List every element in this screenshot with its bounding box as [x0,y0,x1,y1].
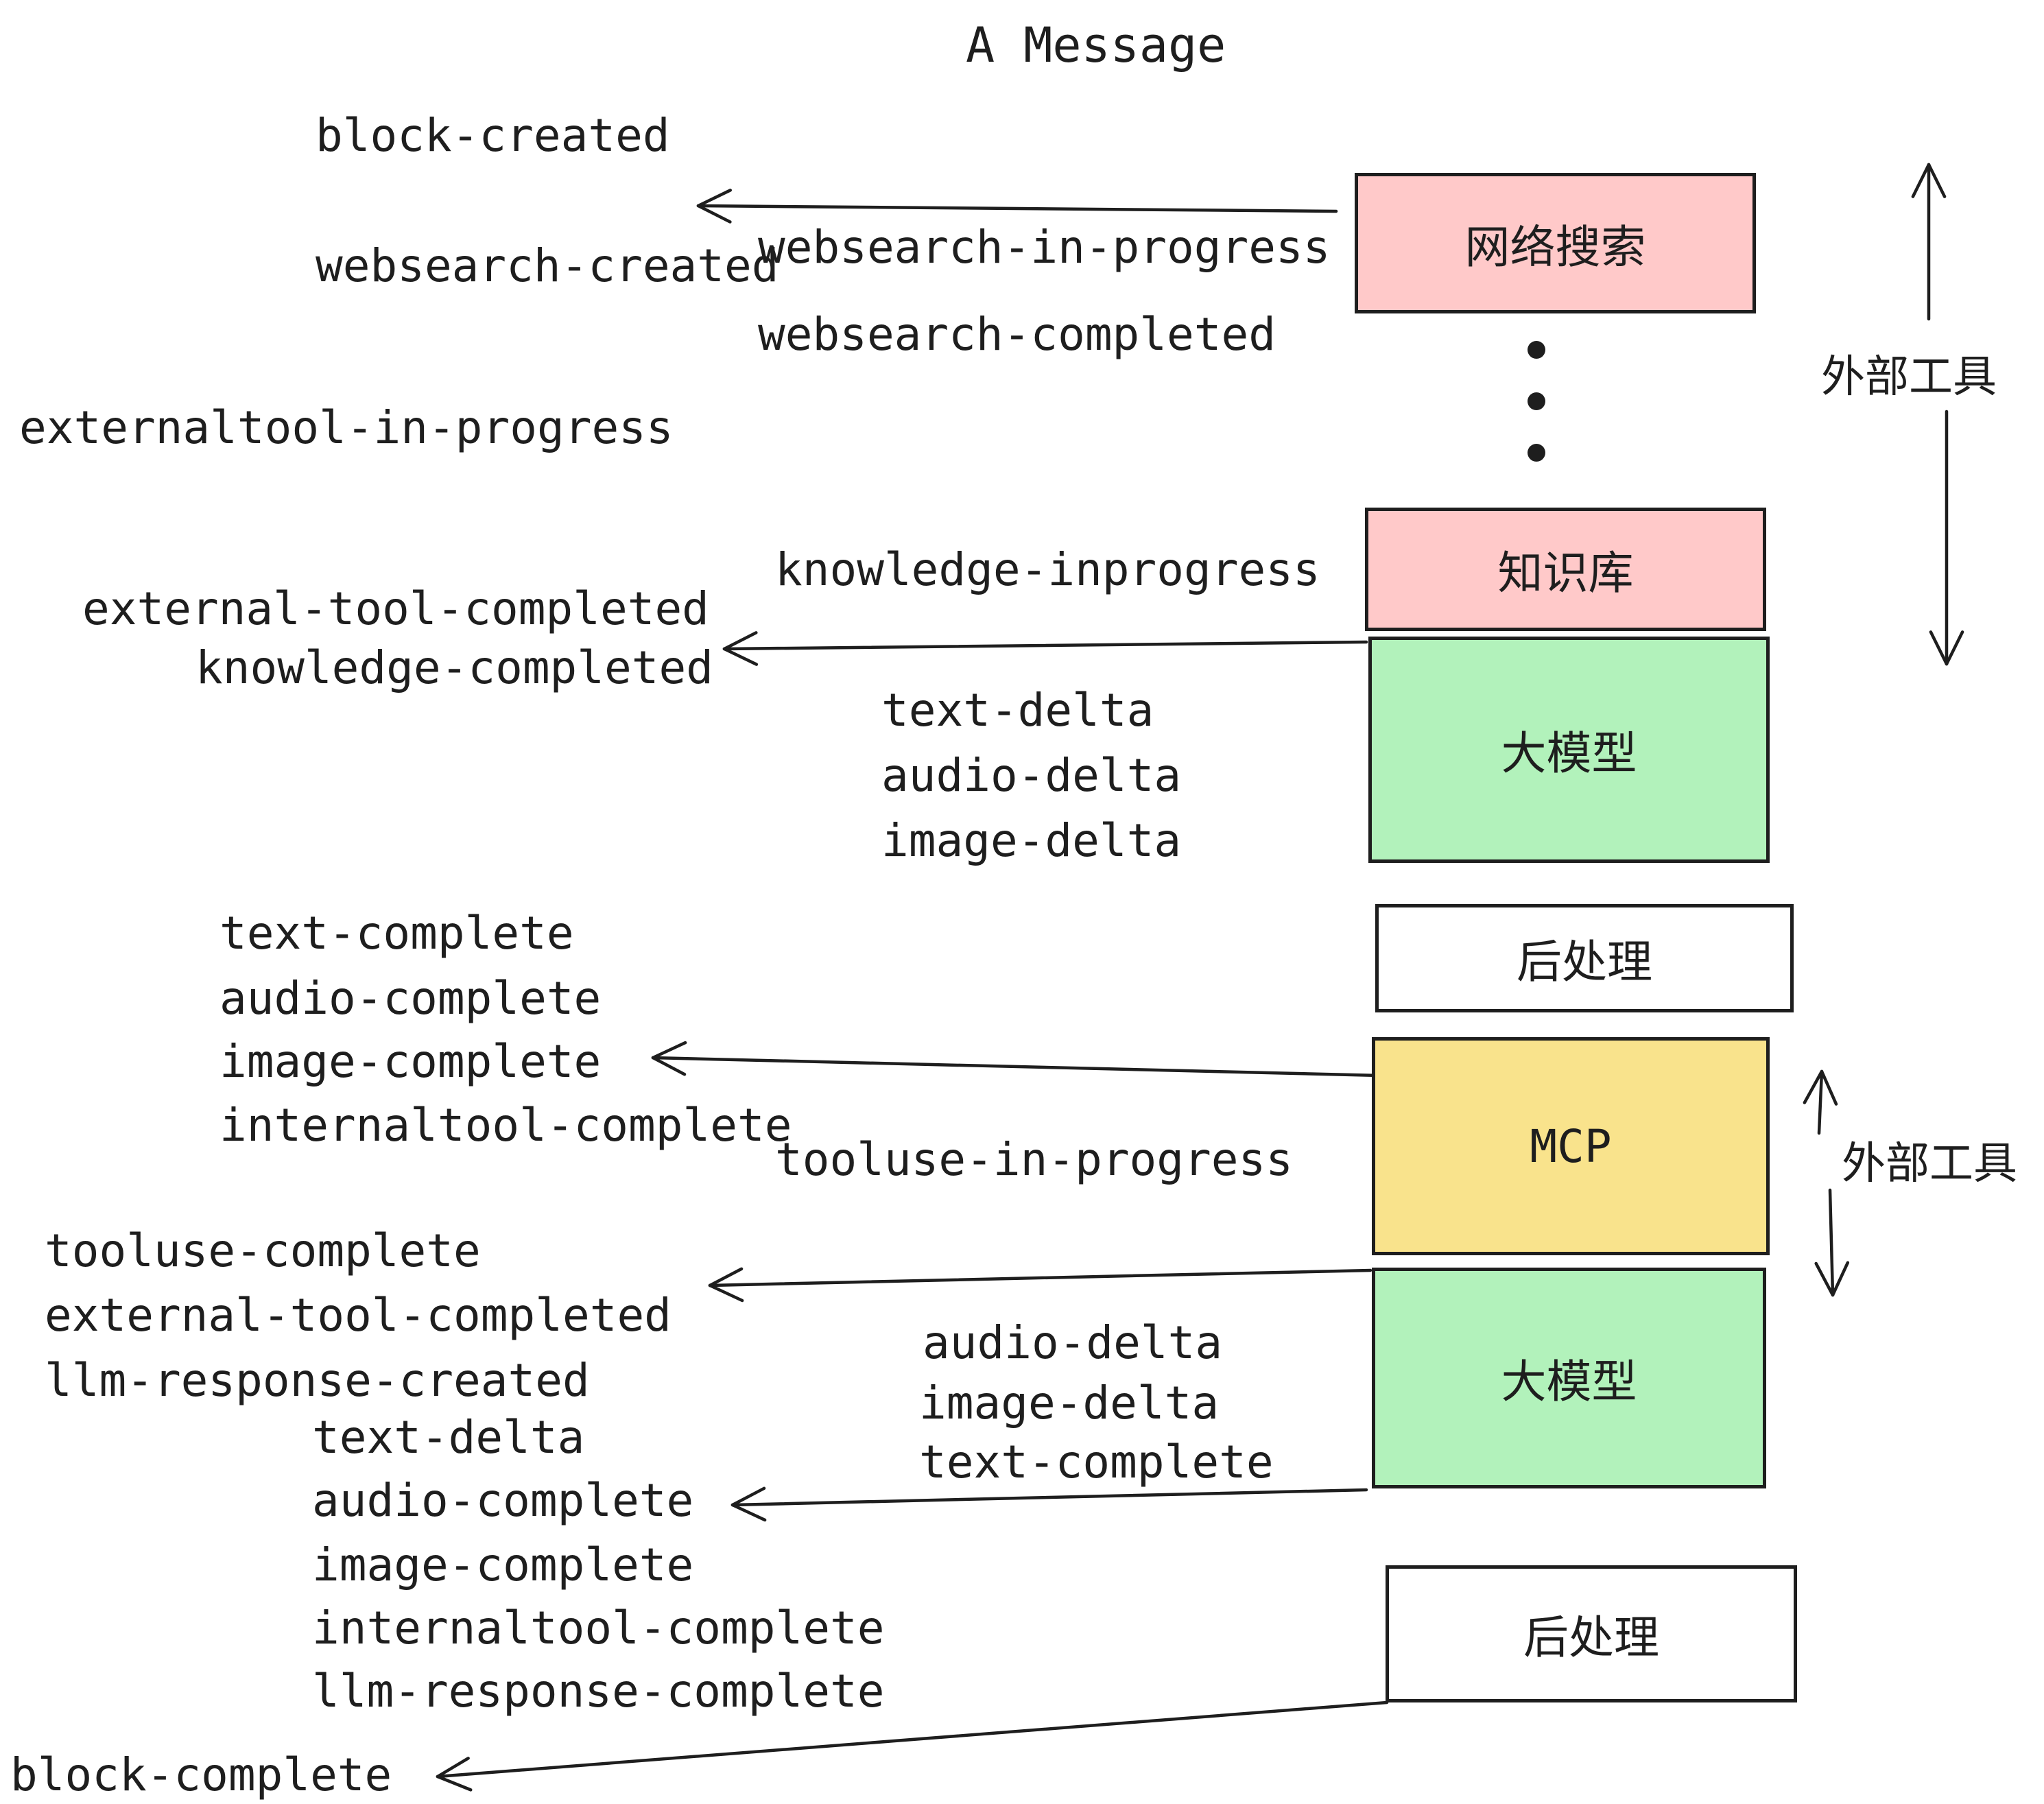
arrow-to-knowledge-completed [722,631,1368,666]
box-websearch-label: 网络搜索 [1464,221,1646,272]
arrow-to-image-complete [651,1041,1382,1078]
event-external-tool-completed-1: external-tool-completed [82,582,709,635]
diagram-title: A Message [966,17,1226,73]
event-internaltool-complete-2: internaltool-complete [312,1602,885,1654]
event-audio-complete-2: audio-complete [312,1474,694,1527]
box-postprocess-2-label: 后处理 [1523,1612,1659,1663]
external-tools-label-2: 外部工具 [1842,1139,2017,1188]
box-knowledge-base-label: 知识库 [1497,547,1634,598]
event-image-delta-1: image-delta [881,814,1182,867]
event-text-delta-2: text-delta [312,1411,585,1464]
ellipsis-dots [1528,341,1545,462]
event-websearch-created: websearch-created [316,239,779,292]
arrow-to-audio-complete [730,1486,1368,1522]
box-postprocess-2: 后处理 [1386,1565,1797,1702]
event-tooluse-complete: tooluse-complete [45,1224,481,1277]
external-tools-up-arrow-2 [1803,1069,1838,1135]
box-postprocess-1-label: 后处理 [1517,936,1652,987]
event-external-tool-completed-2: external-tool-completed [45,1289,672,1342]
external-tools-down-arrow-2 [1814,1188,1850,1297]
event-websearch-in-progress: websearch-in-progress [758,221,1331,274]
event-text-complete-1: text-complete [219,907,574,960]
event-externaltool-in-progress: externaltool-in-progress [19,401,674,454]
box-mcp-label: MCP [1530,1119,1612,1173]
event-llm-response-created: llm-response-created [45,1354,590,1407]
event-block-created: block-created [316,109,670,162]
event-tooluse-in-progress: tooluse-in-progress [775,1133,1293,1186]
event-image-complete-1: image-complete [219,1035,602,1088]
event-knowledge-inprogress: knowledge-inprogress [775,543,1320,596]
event-image-complete-2: image-complete [312,1539,694,1591]
external-tools-label-1: 外部工具 [1821,352,1997,401]
box-llm-2: 大模型 [1372,1268,1766,1488]
event-internaltool-complete-1: internaltool-complete [219,1099,792,1152]
box-knowledge-base: 知识库 [1365,508,1766,631]
event-text-delta-1: text-delta [881,684,1154,737]
event-audio-delta-2: audio-delta [923,1316,1223,1369]
box-llm-2-label: 大模型 [1501,1356,1637,1407]
arrow-to-websearch-created [696,189,1338,224]
event-llm-response-complete: llm-response-complete [312,1665,885,1718]
event-image-delta-2: image-delta [919,1377,1220,1429]
arrow-to-external-tool-completed [708,1267,1372,1303]
box-postprocess-1: 后处理 [1375,904,1794,1012]
box-llm-1-label: 大模型 [1501,728,1637,779]
event-block-complete: block-complete [10,1748,392,1801]
event-knowledge-completed: knowledge-completed [195,641,713,694]
event-text-complete-2: text-complete [919,1436,1274,1488]
event-audio-delta-1: audio-delta [881,749,1182,802]
box-mcp: MCP [1372,1037,1770,1255]
event-websearch-completed: websearch-completed [758,308,1276,361]
event-audio-complete-1: audio-complete [219,972,602,1025]
external-tools-down-arrow-1 [1929,410,1964,666]
box-websearch: 网络搜索 [1355,173,1756,313]
external-tools-up-arrow-1 [1911,163,1947,321]
box-llm-1: 大模型 [1368,637,1770,863]
